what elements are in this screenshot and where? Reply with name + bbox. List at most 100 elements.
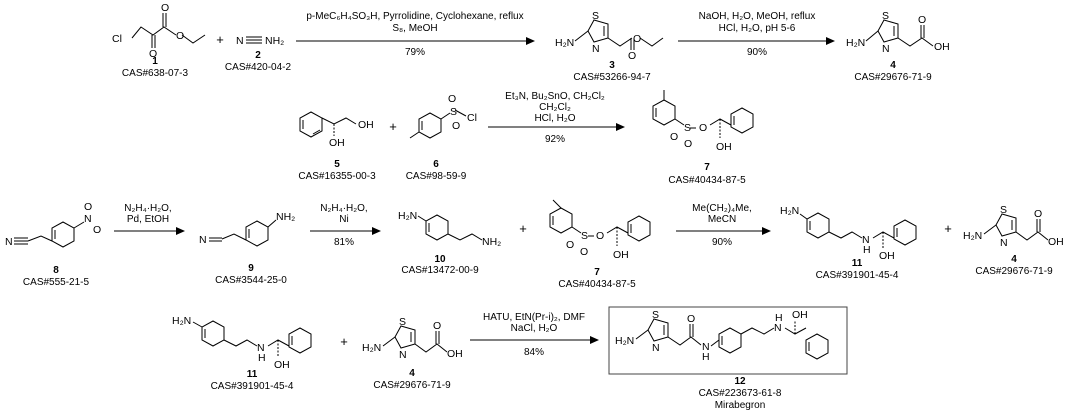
oxygen-label: O (633, 33, 641, 45)
amine-label: H₂N (615, 335, 634, 347)
oxygen-label: O (1034, 208, 1042, 220)
cas-number: CAS#420-04-2 (225, 62, 292, 73)
oxygen-label: O (433, 320, 441, 332)
hydroxyl-label: OH (792, 309, 808, 321)
reaction-yield: 79% (405, 47, 425, 58)
compound-number: 2 (255, 50, 261, 61)
oxygen-label: O (93, 224, 101, 236)
nitrile-nitrogen-label: N (5, 236, 13, 248)
reaction-conditions: Et₃N, Bu₂SnO, CH₂Cl₂ (505, 91, 605, 102)
nitrogen-label: N (862, 234, 870, 246)
cas-number: CAS#29676-71-9 (373, 380, 451, 391)
nitrogen-label: N (652, 342, 660, 354)
compound-number: 3 (609, 60, 615, 71)
nitrogen-label: N (236, 35, 244, 47)
sulfur-label: S (450, 106, 457, 118)
nitrogen-label: N (702, 341, 710, 353)
compound-9-structure: N NH₂ (199, 211, 295, 247)
sulfur-label: S (684, 122, 691, 134)
hydrogen-label: H (702, 351, 710, 363)
amine-label: H₂N (555, 37, 574, 49)
compound-11-structure: H₂N N H OH (780, 205, 917, 262)
compound-3-structure: S N H₂N O O (555, 10, 664, 62)
amine-label: H₂N (172, 315, 191, 327)
cas-number: CAS#638-07-3 (122, 68, 189, 79)
amine-label: H₂N (780, 205, 799, 217)
reaction-conditions: Me(CH₂)₄Me, (692, 203, 752, 214)
hydroxyl-label: OH (447, 348, 463, 360)
compound-number: 8 (53, 265, 59, 276)
oxygen-label: O (452, 120, 460, 132)
nitrogen-label: N (257, 342, 265, 354)
hydroxyl-label: OH (358, 119, 374, 131)
compound-8-structure: N N O O (5, 201, 101, 248)
compound-number: 7 (704, 162, 710, 173)
cas-number: CAS#555-21-5 (23, 277, 90, 288)
compound-12-structure: S N H₂N O N H N H OH (615, 309, 829, 363)
oxygen-label: O (670, 131, 678, 143)
cas-number: CAS#16355-00-3 (298, 171, 376, 182)
compound-10-structure: H₂N NH₂ (398, 210, 501, 248)
reaction-conditions: HCl, H₂O, pH 5-6 (719, 23, 796, 34)
oxygen-label: O (176, 30, 184, 42)
compound-4-structure: S N H₂N O OH (846, 10, 950, 55)
compound-number: 10 (434, 254, 446, 265)
oxygen-label: O (161, 2, 169, 14)
amine-label: NH₂ (265, 35, 284, 47)
oxygen-label: O (580, 246, 588, 258)
plus-sign: + (340, 334, 348, 349)
nitro-nitrogen-label: N (84, 213, 92, 225)
compound-number: 11 (247, 369, 258, 380)
row-1: Cl O O O 1 CAS#638-07-3 + N NH₂ 2 CAS#42… (112, 2, 950, 83)
compound-7-structure: S O O O OH (549, 199, 651, 261)
compound-7-structure: S O O O OH (652, 90, 754, 153)
nitrogen-label: N (882, 43, 890, 55)
cas-number: CAS#29676-71-9 (854, 72, 932, 83)
cas-number: CAS#40434-87-5 (558, 279, 636, 290)
oxygen-label: O (628, 50, 636, 62)
reaction-conditions: NaOH, H₂O, MeOH, reflux (699, 11, 816, 22)
compound-name: Mirabegron (715, 400, 766, 411)
reaction-conditions: CH₂Cl₂ (539, 102, 571, 113)
reaction-yield: 81% (334, 237, 354, 248)
chlorine-label: Cl (467, 112, 477, 124)
hydroxyl-label: OH (613, 249, 629, 261)
amine-label: H₂N (398, 210, 417, 222)
reaction-yield: 92% (545, 134, 565, 145)
compound-1-structure: Cl O O O (112, 2, 206, 60)
reaction-conditions: Pd, EtOH (127, 214, 169, 225)
row-2: OH OH 5 CAS#16355-00-3 + S O O Cl 6 CAS#… (298, 90, 754, 186)
hydroxyl-label: OH (1048, 236, 1064, 248)
plus-sign: + (519, 221, 527, 236)
compound-number: 5 (334, 159, 340, 170)
compound-number: 4 (409, 368, 415, 379)
hydrogen-label: H (863, 244, 871, 256)
row-4: H₂N N H OH 11 CAS#391901-45-4 + S N H₂N … (172, 306, 848, 411)
nitrogen-label: N (774, 322, 782, 334)
sulfur-label: S (882, 10, 889, 22)
sulfur-label: S (1000, 204, 1007, 216)
amine-label: H₂N (963, 230, 982, 242)
compound-number: 12 (734, 376, 746, 387)
compound-number: 6 (433, 159, 439, 170)
compound-4-structure: S N H₂N O OH (963, 204, 1064, 249)
nitrogen-label: N (592, 43, 600, 55)
compound-number: 9 (248, 263, 254, 274)
sulfur-label: S (652, 309, 659, 321)
reaction-yield: 90% (712, 237, 732, 248)
amine-label: NH₂ (276, 211, 295, 223)
hydrogen-label: H (258, 352, 266, 364)
cas-number: CAS#53266-94-7 (573, 72, 651, 83)
compound-4-structure: S N H₂N O OH (362, 316, 463, 361)
compound-11-structure: H₂N N H OH (172, 315, 312, 371)
amine-label: H₂N (846, 37, 865, 49)
plus-sign: + (389, 119, 397, 134)
reaction-conditions: p-MeC₆H₄SO₃H, Pyrrolidine, Cyclohexane, … (306, 11, 523, 22)
sulfur-label: S (581, 230, 588, 242)
reaction-conditions: N₂H₄·H₂O, (320, 203, 367, 214)
cas-number: CAS#391901-45-4 (211, 381, 294, 392)
compound-number: 4 (1011, 254, 1017, 265)
nitrile-nitrogen-label: N (199, 234, 207, 246)
hydroxyl-label: OH (934, 41, 950, 53)
